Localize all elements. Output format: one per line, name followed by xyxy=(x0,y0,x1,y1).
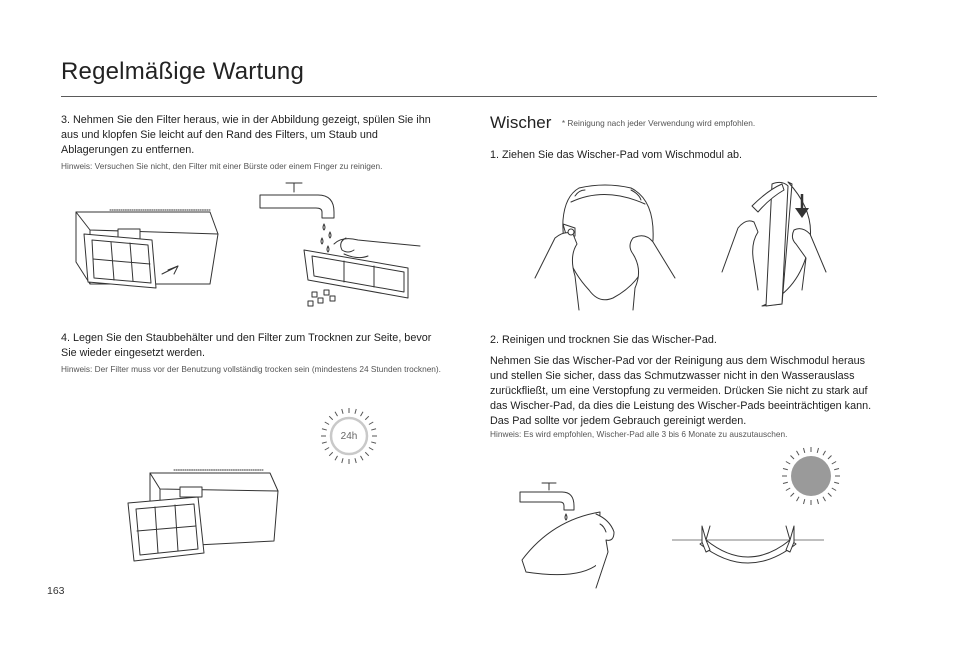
ray-tick xyxy=(834,481,840,484)
section-title: Wischer xyxy=(490,113,552,132)
ray-tick xyxy=(803,499,806,505)
ray-tick xyxy=(360,455,364,461)
ray-tick xyxy=(785,461,791,465)
step-3-block: 3. Nehmen Sie den Filter heraus, wie in … xyxy=(61,113,446,173)
wiper-step-2-note: Hinweis: Es wird empfohlen, Wischer-Pad … xyxy=(490,429,788,439)
title-divider xyxy=(61,96,877,97)
ray-tick xyxy=(796,450,800,456)
timer-label: 24h xyxy=(341,431,358,442)
rinse-mop-pad-illustration xyxy=(519,482,615,589)
wiper-step-2-text: Nehmen Sie das Wischer-Pad vor der Reini… xyxy=(490,355,872,427)
peel-mop-pad-illustration xyxy=(721,181,827,307)
wiper-step-1-block: 1. Ziehen Sie das Wischer-Pad vom Wischm… xyxy=(490,148,875,163)
ray-tick xyxy=(321,441,327,444)
ray-tick xyxy=(368,421,374,425)
ray-tick xyxy=(368,447,374,451)
ray-tick xyxy=(341,458,344,464)
ray-tick xyxy=(827,455,832,460)
section-note: * Reinigung nach jeder Verwendung wird e… xyxy=(561,118,756,128)
wiper-step-1-text: 1. Ziehen Sie das Wischer-Pad vom Wischm… xyxy=(490,149,743,161)
ray-tick xyxy=(334,411,338,417)
ray-tick xyxy=(782,468,788,471)
ray-tick xyxy=(324,421,330,425)
ray-tick xyxy=(334,455,338,461)
ray-tick xyxy=(371,441,377,444)
ray-tick xyxy=(371,428,377,431)
ray-tick xyxy=(822,450,826,456)
ray-tick xyxy=(354,408,357,414)
ray-tick xyxy=(816,499,819,505)
ray-tick xyxy=(831,461,837,465)
ray-tick xyxy=(831,487,837,491)
ray-tick xyxy=(328,451,334,457)
dust-bin-drying-illustration xyxy=(127,469,279,562)
ray-tick xyxy=(785,487,791,491)
ray-tick xyxy=(822,496,826,502)
ray-tick xyxy=(321,428,327,431)
ray-tick xyxy=(803,447,806,453)
wischer-section-heading: Wischer * Reinigung nach jeder Verwendun… xyxy=(490,113,755,133)
wiper-step-2-title: 2. Reinigen und trocknen Sie das Wischer… xyxy=(490,334,717,346)
step-4-note: Hinweis: Der Filter muss vor der Benutzu… xyxy=(61,364,441,374)
ray-tick xyxy=(341,408,344,414)
drying-timer-illustration: 24h xyxy=(321,408,377,464)
ray-tick xyxy=(364,415,370,421)
ray-tick xyxy=(796,496,800,502)
sun-icon xyxy=(782,447,840,505)
ray-tick xyxy=(790,455,795,460)
ray-tick xyxy=(816,447,819,453)
ray-tick xyxy=(354,458,357,464)
faucet-rinse-filter-illustration xyxy=(259,182,421,307)
ray-tick xyxy=(364,451,370,457)
ray-tick xyxy=(782,481,788,484)
ray-tick xyxy=(328,415,334,421)
step-4-block: 4. Legen Sie den Staubbehälter und den F… xyxy=(61,331,446,376)
dry-mop-pad-illustration xyxy=(672,525,824,564)
step-3-note: Hinweis: Versuchen Sie nicht, den Filter… xyxy=(61,161,383,171)
ray-tick xyxy=(834,468,840,471)
page-title: Regelmäßige Wartung xyxy=(61,58,305,85)
dust-bin-filter-removal-illustration xyxy=(75,209,219,289)
ray-tick xyxy=(790,492,795,497)
ray-tick xyxy=(360,411,364,417)
ray-tick xyxy=(324,447,330,451)
ray-tick xyxy=(827,492,832,497)
step-3-text: 3. Nehmen Sie den Filter heraus, wie in … xyxy=(61,114,431,156)
step-4-text: 4. Legen Sie den Staubbehälter und den F… xyxy=(61,332,432,359)
wiper-step-2-block: 2. Reinigen und trocknen Sie das Wischer… xyxy=(490,333,875,441)
remove-mop-pad-illustration xyxy=(534,184,676,311)
page-number: 163 xyxy=(47,585,65,597)
